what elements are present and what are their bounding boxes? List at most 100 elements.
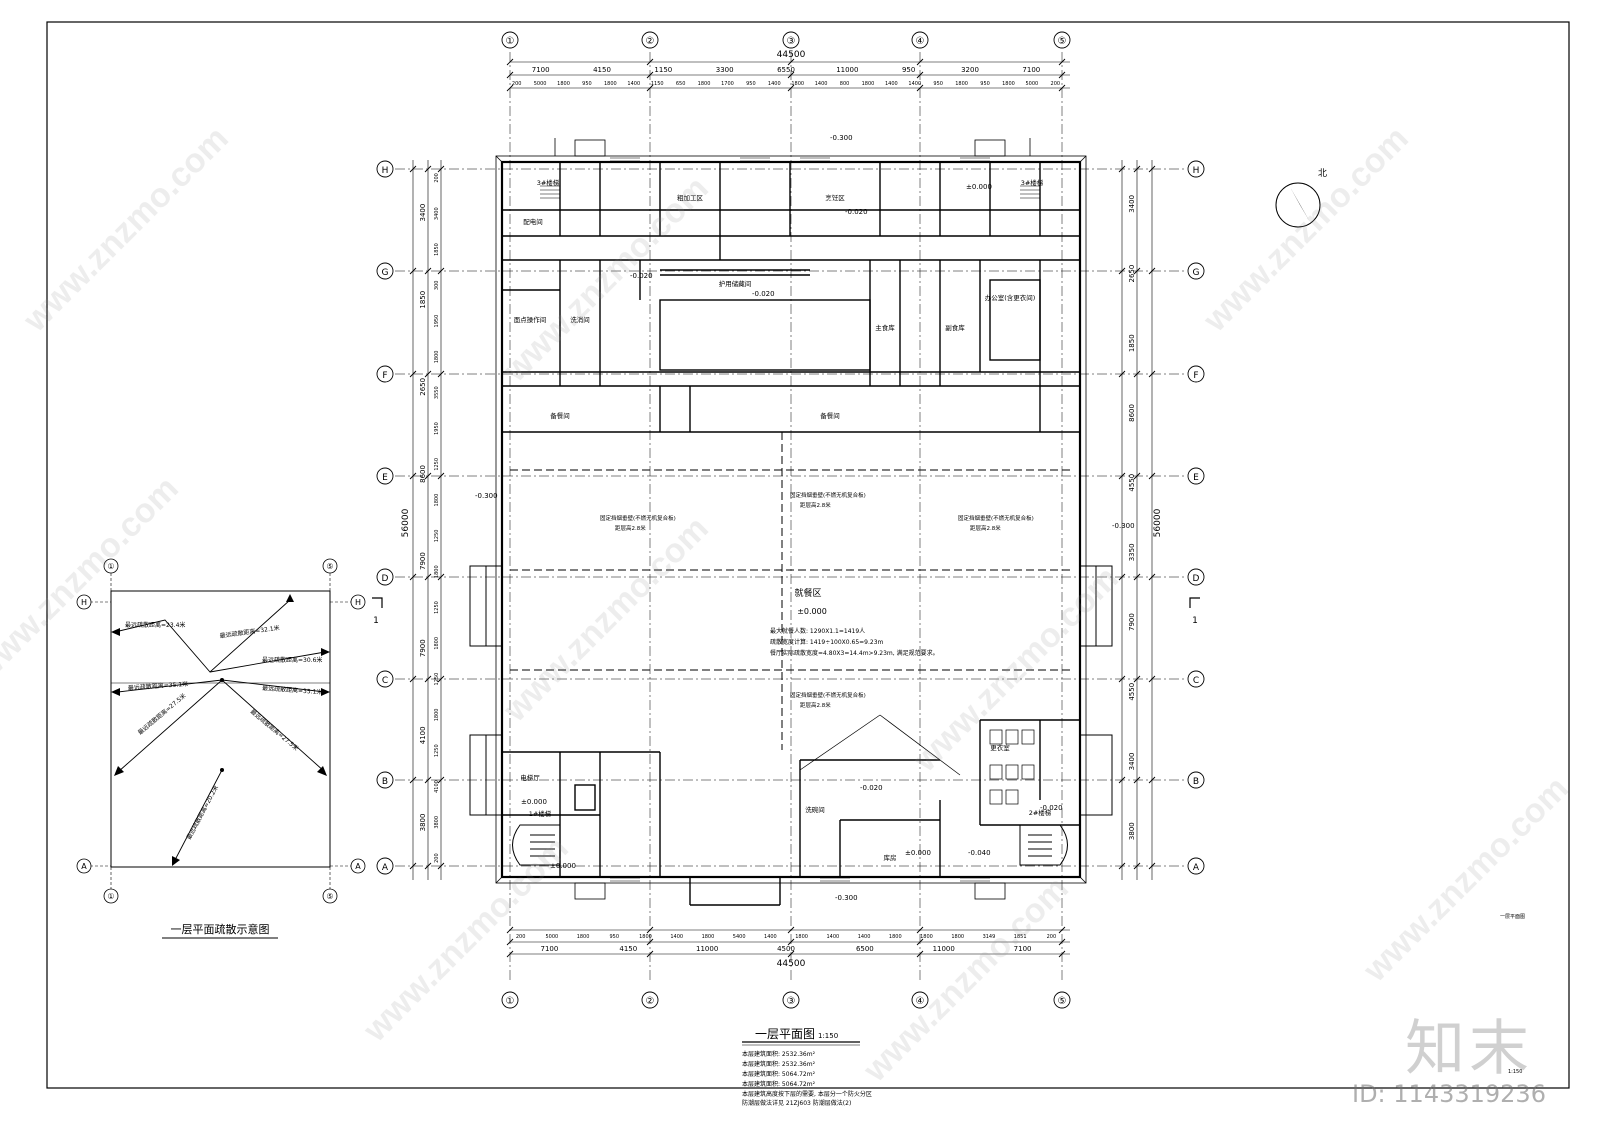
dimension-label: 1150	[654, 66, 672, 74]
drawing-scale: 1:150	[818, 1032, 838, 1040]
svg-text:最远疏散距离=20.2米: 最远疏散距离=20.2米	[185, 784, 220, 841]
stair-3	[540, 185, 1040, 199]
svg-text:最远疏散距离=23.4米: 最远疏散距离=23.4米	[125, 621, 185, 629]
room-label: 配电间	[523, 217, 543, 226]
dimension-label: 1400	[670, 934, 683, 940]
dimension-label: 3400	[1128, 195, 1136, 213]
svg-text:-0.300: -0.300	[1112, 522, 1135, 530]
axis-label: ②	[646, 996, 655, 1007]
room-label: 3#楼梯	[1021, 178, 1044, 187]
elevation-markers: -0.300 -0.300 -0.300 -0.300 -0.020 -0.02…	[475, 134, 1135, 902]
dimension-label: 1800	[639, 934, 652, 940]
axis-bubble	[911, 31, 929, 49]
dimension-ticks	[409, 58, 1156, 958]
svg-text:±0.000: ±0.000	[550, 862, 576, 870]
axis-bubble	[1187, 568, 1205, 586]
axis-bubble	[1187, 467, 1205, 485]
dimension-label: 11000	[696, 945, 718, 953]
dimension-label: 1250	[434, 458, 440, 471]
axis-label: ③	[787, 996, 796, 1007]
svg-text:最远疏散距离=30.6米: 最远疏散距离=30.6米	[262, 656, 322, 664]
axis-label: G	[1193, 268, 1200, 278]
dimension-label: 1800	[434, 565, 440, 578]
room-label: 1#楼梯	[529, 809, 552, 818]
dimension-label: 1800	[698, 81, 711, 87]
note-actual-width: 餐厅实际疏散宽度=4.80X3=14.4m>9.23m, 满足规范要求。	[770, 649, 939, 657]
dimension-label: 4100	[434, 780, 440, 793]
dimension-label: 4500	[777, 945, 795, 953]
svg-text:-0.020: -0.020	[752, 290, 775, 298]
axis-label: D	[382, 574, 389, 584]
axis-bubble	[1187, 262, 1205, 280]
svg-text:-0.300: -0.300	[830, 134, 853, 142]
note-width-calc: 疏散宽度计算: 1419÷100X0.65=9.23m	[770, 638, 884, 646]
dimension-label: 2650	[419, 378, 427, 396]
svg-text:最远疏散距离=27.5米: 最远疏散距离=27.5米	[249, 707, 300, 752]
section-mark-right: 1	[1192, 616, 1198, 626]
dimension-label: 300	[434, 281, 440, 291]
dimension-label: 1850	[434, 243, 440, 256]
dimension-label: 7100	[1022, 66, 1040, 74]
svg-text:固定挡烟垂壁(不燃无机复合板): 固定挡烟垂壁(不燃无机复合板)	[790, 691, 866, 699]
axis-label: B	[1193, 777, 1199, 787]
dimension-label: 950	[933, 81, 943, 87]
dimension-label: 1800	[951, 934, 964, 940]
dimension-label: 1800	[955, 81, 968, 87]
dimension-label: 1800	[889, 934, 902, 940]
dimension-label: 3800	[419, 814, 427, 832]
dimension-label: 200	[434, 173, 440, 183]
svg-text:-0.020: -0.020	[630, 272, 653, 280]
dimension-label: 1400	[768, 81, 781, 87]
room-label: 副食库	[945, 323, 965, 332]
svg-text:A: A	[81, 862, 87, 871]
axis-label: ③	[787, 36, 796, 47]
axis-label: B	[382, 777, 388, 787]
svg-text:±0.000: ±0.000	[521, 798, 547, 806]
axis-bubble	[1187, 160, 1205, 178]
dimension-label: 1250	[434, 744, 440, 757]
dimension-label: 1400	[815, 81, 828, 87]
wall-openings	[610, 157, 990, 882]
room-label: 烹饪区	[825, 193, 845, 202]
dimension-label: 3350	[1128, 543, 1136, 561]
title-block: 一层平面图 1:150 本层建筑面积: 2532.36m² 本层建筑面积: 25…	[742, 1027, 872, 1107]
side-title-label: 一层平面图	[1500, 914, 1525, 920]
room-label: 更衣室	[990, 743, 1010, 752]
dimension-label: 1800	[862, 81, 875, 87]
area-stat: 本层建筑面积: 2532.36m²	[742, 1060, 816, 1068]
dimension-label: 1850	[419, 291, 427, 309]
dimension-label: 1800	[434, 494, 440, 507]
dimension-label: 1800	[434, 709, 440, 722]
dimension-label: 3149	[983, 934, 996, 940]
axis-label: G	[382, 268, 389, 278]
axis-bubble	[1187, 365, 1205, 383]
dimension-label: 4150	[593, 66, 611, 74]
axis-label: D	[1193, 574, 1200, 584]
dimension-label: 5400	[733, 934, 746, 940]
axis-label: ④	[916, 996, 925, 1007]
axis-bubble	[376, 365, 394, 383]
dimension-label: 950	[902, 66, 915, 74]
dimension-label: 7100	[1014, 945, 1032, 953]
axis-label: E	[382, 473, 388, 483]
dimension-label: 200	[1051, 81, 1061, 87]
room-label: 护用储藏间	[719, 279, 752, 288]
dimension-label: 4150	[619, 945, 637, 953]
drawing-title: 一层平面图	[755, 1027, 815, 1041]
dimension-label: 1850	[1128, 334, 1136, 352]
total-depth-right: 56000	[1153, 508, 1163, 537]
dimension-label: 2650	[1128, 265, 1136, 283]
sheet-frame	[46, 21, 1570, 1089]
dimension-label: 3800	[434, 816, 440, 829]
svg-text:距层高2.8米: 距层高2.8米	[970, 524, 1001, 532]
section-marks	[372, 597, 1200, 608]
dimension-label: 1800	[791, 81, 804, 87]
dimension-label: 1800	[604, 81, 617, 87]
axis-label: ④	[916, 36, 925, 47]
dimension-label: 3400	[419, 204, 427, 222]
dimension-label: 1400	[885, 81, 898, 87]
total-depth-left: 56000	[401, 508, 411, 537]
evac-diagram-title: 一层平面疏散示意图	[171, 922, 270, 936]
dining-elevation: ±0.000	[797, 607, 827, 616]
